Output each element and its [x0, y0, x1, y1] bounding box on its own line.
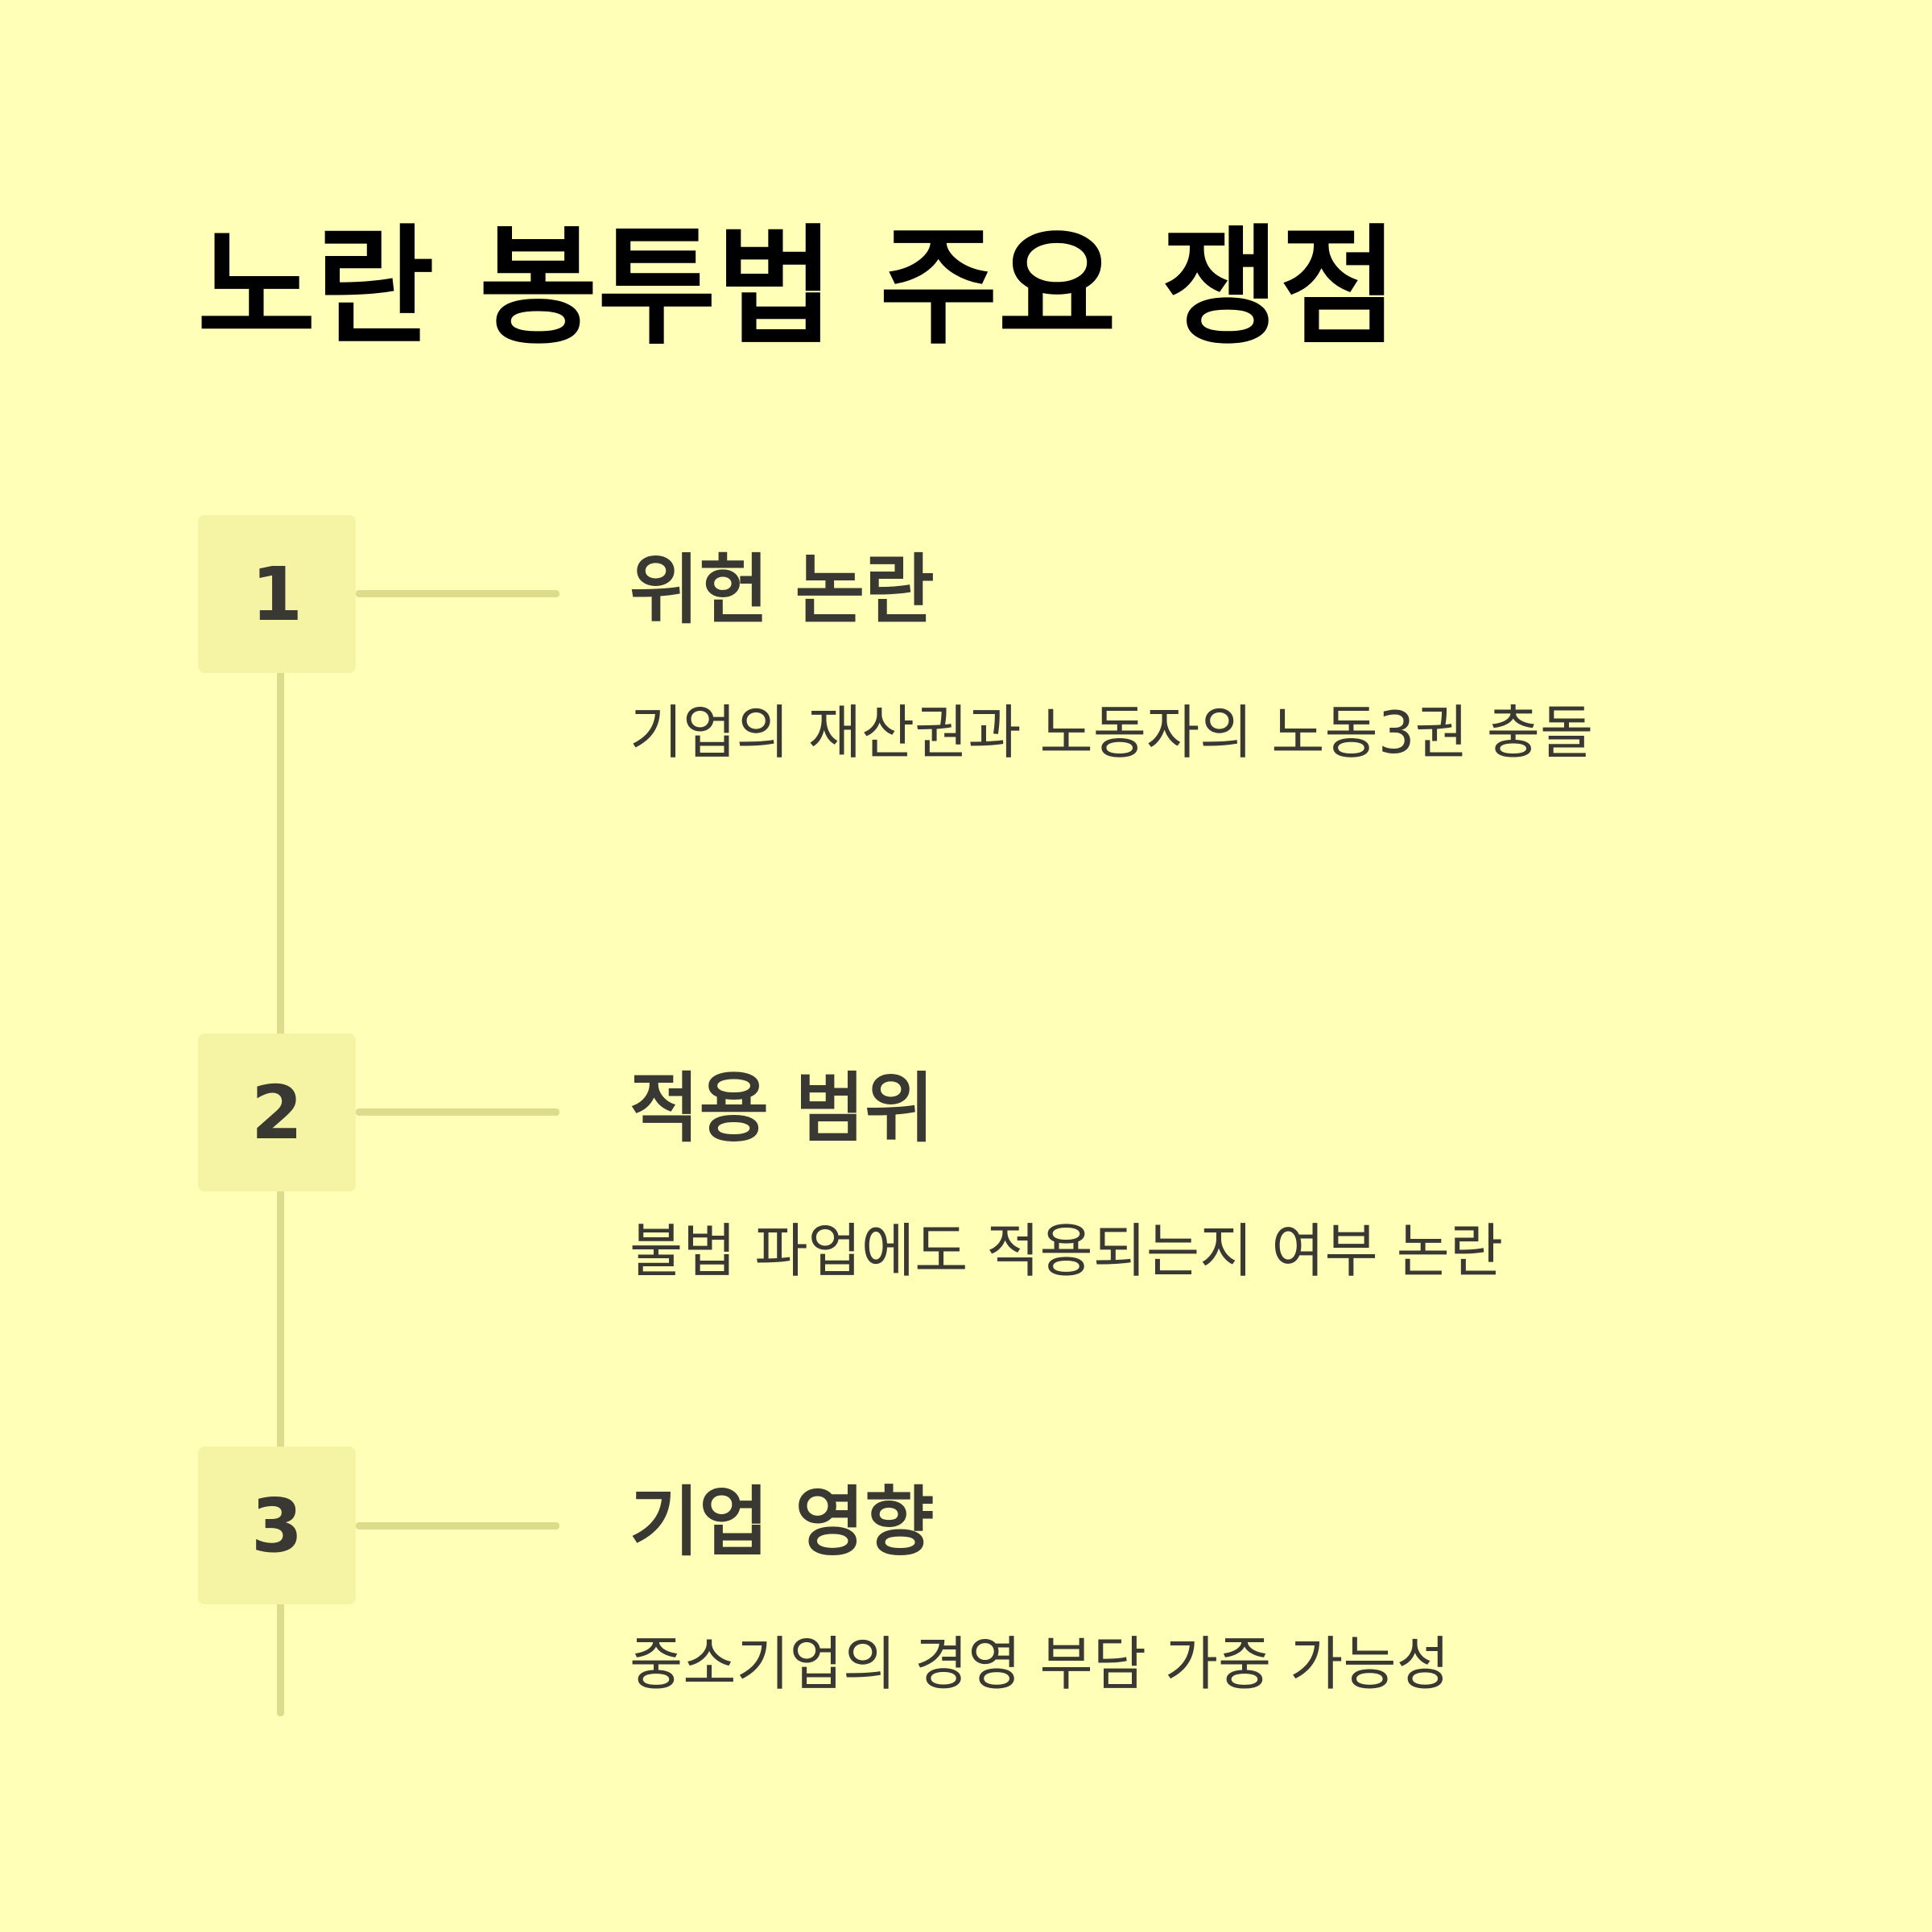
step-number-box-3: 3 — [198, 1447, 356, 1604]
connector-line-3 — [356, 1522, 559, 1530]
connector-line-1 — [356, 590, 559, 597]
step-description-3: 중소기업의 경영 부담 가중 가능성 — [630, 1630, 1450, 1698]
step-description-2: 불법 파업에도 적용되는지 여부 논란 — [630, 1217, 1504, 1285]
step-number-box-1: 1 — [198, 515, 356, 673]
step-number-box-2: 2 — [198, 1034, 356, 1191]
page-title: 노란 봉투법 주요 쟁점 — [197, 212, 1398, 362]
step-description-1: 기업의 재산권과 노동자의 노동3권 충돌 — [630, 699, 1594, 766]
step-title-3: 기업 영향 — [630, 1479, 935, 1567]
connector-line-2 — [356, 1108, 559, 1116]
step-title-2: 적용 범위 — [630, 1065, 935, 1153]
step-title-1: 위헌 논란 — [630, 547, 935, 634]
